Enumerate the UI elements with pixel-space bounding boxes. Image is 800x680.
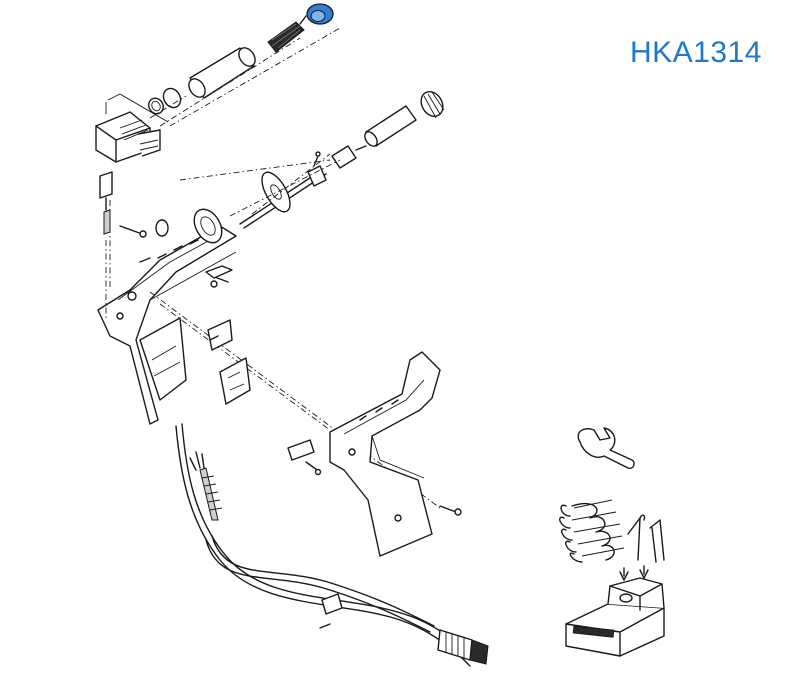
barrel-tube bbox=[364, 105, 417, 147]
hose-clip bbox=[319, 593, 343, 629]
wrench-tool bbox=[577, 427, 635, 470]
plunger-rod-with-disc bbox=[239, 151, 327, 229]
trigger-clip bbox=[207, 319, 233, 351]
plunger-tip bbox=[331, 145, 367, 169]
o-rings bbox=[148, 87, 182, 115]
part-number-label: HKA1314 bbox=[630, 36, 762, 69]
gun-frame-right-half bbox=[329, 351, 441, 557]
leader-lines-top bbox=[105, 27, 341, 127]
spiral-tip-holder bbox=[559, 499, 625, 563]
knurled-cap bbox=[420, 90, 445, 119]
desoldering-spring bbox=[267, 21, 305, 53]
small-pin-connector bbox=[99, 171, 113, 235]
tool-stand bbox=[565, 577, 665, 657]
handle-screw bbox=[439, 505, 462, 516]
heater-tube bbox=[188, 47, 256, 99]
cable-connector bbox=[437, 629, 489, 665]
highlighted-nozzle-nut[interactable] bbox=[299, 3, 334, 25]
screws-left bbox=[119, 225, 233, 288]
micro-switch bbox=[219, 357, 251, 405]
disc-washer bbox=[155, 219, 169, 237]
air-hose bbox=[175, 423, 477, 667]
cable-clamp bbox=[287, 439, 322, 476]
power-cable bbox=[189, 451, 435, 633]
heater-housing bbox=[95, 111, 161, 163]
cleaning-pins bbox=[619, 514, 665, 581]
gun-frame-left-half bbox=[97, 208, 237, 425]
